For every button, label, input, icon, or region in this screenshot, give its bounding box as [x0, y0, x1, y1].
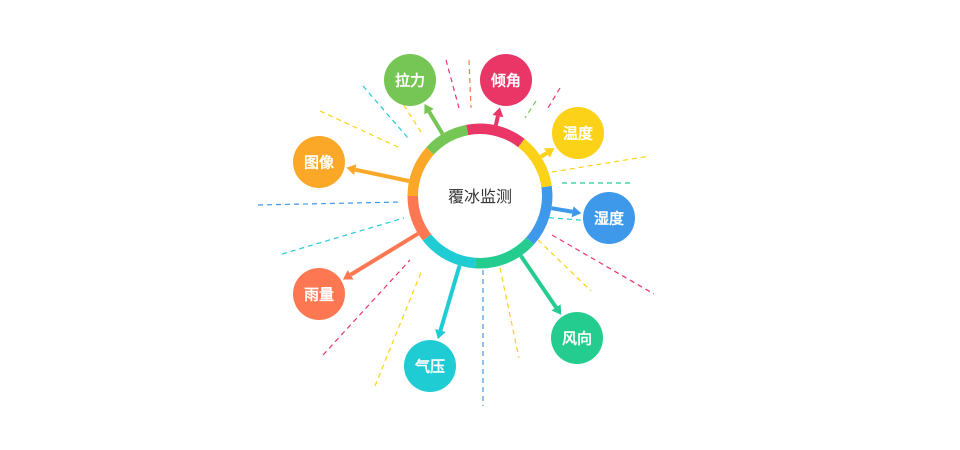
arrow-shaft: [519, 254, 558, 309]
node-image: 图像: [293, 136, 345, 188]
decorative-dash-line: [362, 85, 409, 139]
node-circle: [293, 268, 345, 320]
arrow-tilt: [492, 107, 504, 126]
node-circle: [404, 340, 456, 392]
node-wind: 风向: [551, 312, 603, 364]
node-temperature: 温度: [552, 107, 604, 159]
arrow-tension: [424, 103, 445, 135]
decorative-dash-line: [257, 201, 401, 206]
arrow-wind: [519, 254, 562, 315]
node-circle: [384, 54, 436, 106]
decorative-dash-line: [319, 110, 401, 149]
center-circle: [418, 134, 542, 258]
ring-segment-tilt: [466, 123, 525, 148]
node-humidity: 湿度: [583, 192, 635, 244]
arrow-head: [543, 148, 555, 158]
arrow-rainfall: [342, 231, 420, 280]
decorative-dash-lines: [257, 59, 655, 406]
arrow-shaft: [551, 206, 573, 214]
decorative-dash-line: [524, 100, 537, 119]
decorative-dash-line: [281, 217, 405, 255]
node-tension: 拉力: [384, 54, 436, 106]
node-label: 倾角: [490, 72, 521, 90]
decorative-dash-line: [445, 59, 460, 109]
ring-segment-wind: [474, 236, 534, 269]
node-circle: [552, 107, 604, 159]
node-circle: [583, 192, 635, 244]
arrow-head: [551, 304, 562, 315]
arrow-shaft: [493, 115, 500, 126]
arrow-shaft: [427, 110, 445, 135]
arrow-head: [346, 164, 357, 176]
node-rainfall: 雨量: [293, 268, 345, 320]
arrow-shaft: [354, 167, 410, 183]
connector-arrows: [342, 103, 582, 340]
node-circle: [293, 136, 345, 188]
ring-segment-tension: [426, 124, 469, 156]
center-ring: [407, 123, 553, 269]
center-hub: 覆冰监测: [418, 134, 542, 258]
node-label: 气压: [414, 358, 445, 376]
node-circle: [480, 54, 532, 106]
arrow-head: [571, 206, 582, 218]
arrow-temperature: [539, 148, 555, 159]
ring-segment-humidity: [525, 185, 553, 245]
decorative-dash-line: [537, 239, 592, 292]
decorative-dash-line: [468, 59, 472, 109]
arrow-shaft: [438, 264, 462, 332]
node-tilt: 倾角: [480, 54, 532, 106]
ring-segment-temperature: [517, 138, 552, 188]
arrow-head: [342, 270, 354, 280]
decorative-dash-line: [499, 267, 520, 359]
ring-segment-image: [407, 147, 435, 197]
node-label: 风向: [562, 330, 592, 348]
decorative-dash-line: [547, 87, 561, 109]
decorative-dash-line: [551, 155, 651, 173]
arrow-humidity: [551, 206, 582, 218]
node-pressure: 气压: [404, 340, 456, 392]
arrow-head: [424, 103, 434, 115]
node-label: 温度: [563, 125, 594, 143]
arrow-head: [435, 328, 446, 340]
arrow-head: [492, 107, 504, 118]
decorative-dash-line: [374, 269, 423, 387]
arrow-shaft: [539, 151, 548, 159]
node-label: 雨量: [304, 286, 334, 304]
ring-segment-pressure: [422, 233, 476, 269]
center-label: 覆冰监测: [448, 187, 512, 206]
node-label: 图像: [304, 154, 335, 172]
arrow-shaft: [349, 231, 420, 277]
decorative-dash-line: [551, 234, 655, 295]
node-circle: [551, 312, 603, 364]
node-label: 拉力: [395, 72, 425, 90]
arrow-pressure: [435, 264, 462, 340]
ring-segment-rainfall: [407, 195, 432, 241]
decorative-dash-line: [322, 259, 411, 356]
arrow-image: [346, 164, 410, 183]
node-label: 湿度: [594, 210, 625, 228]
